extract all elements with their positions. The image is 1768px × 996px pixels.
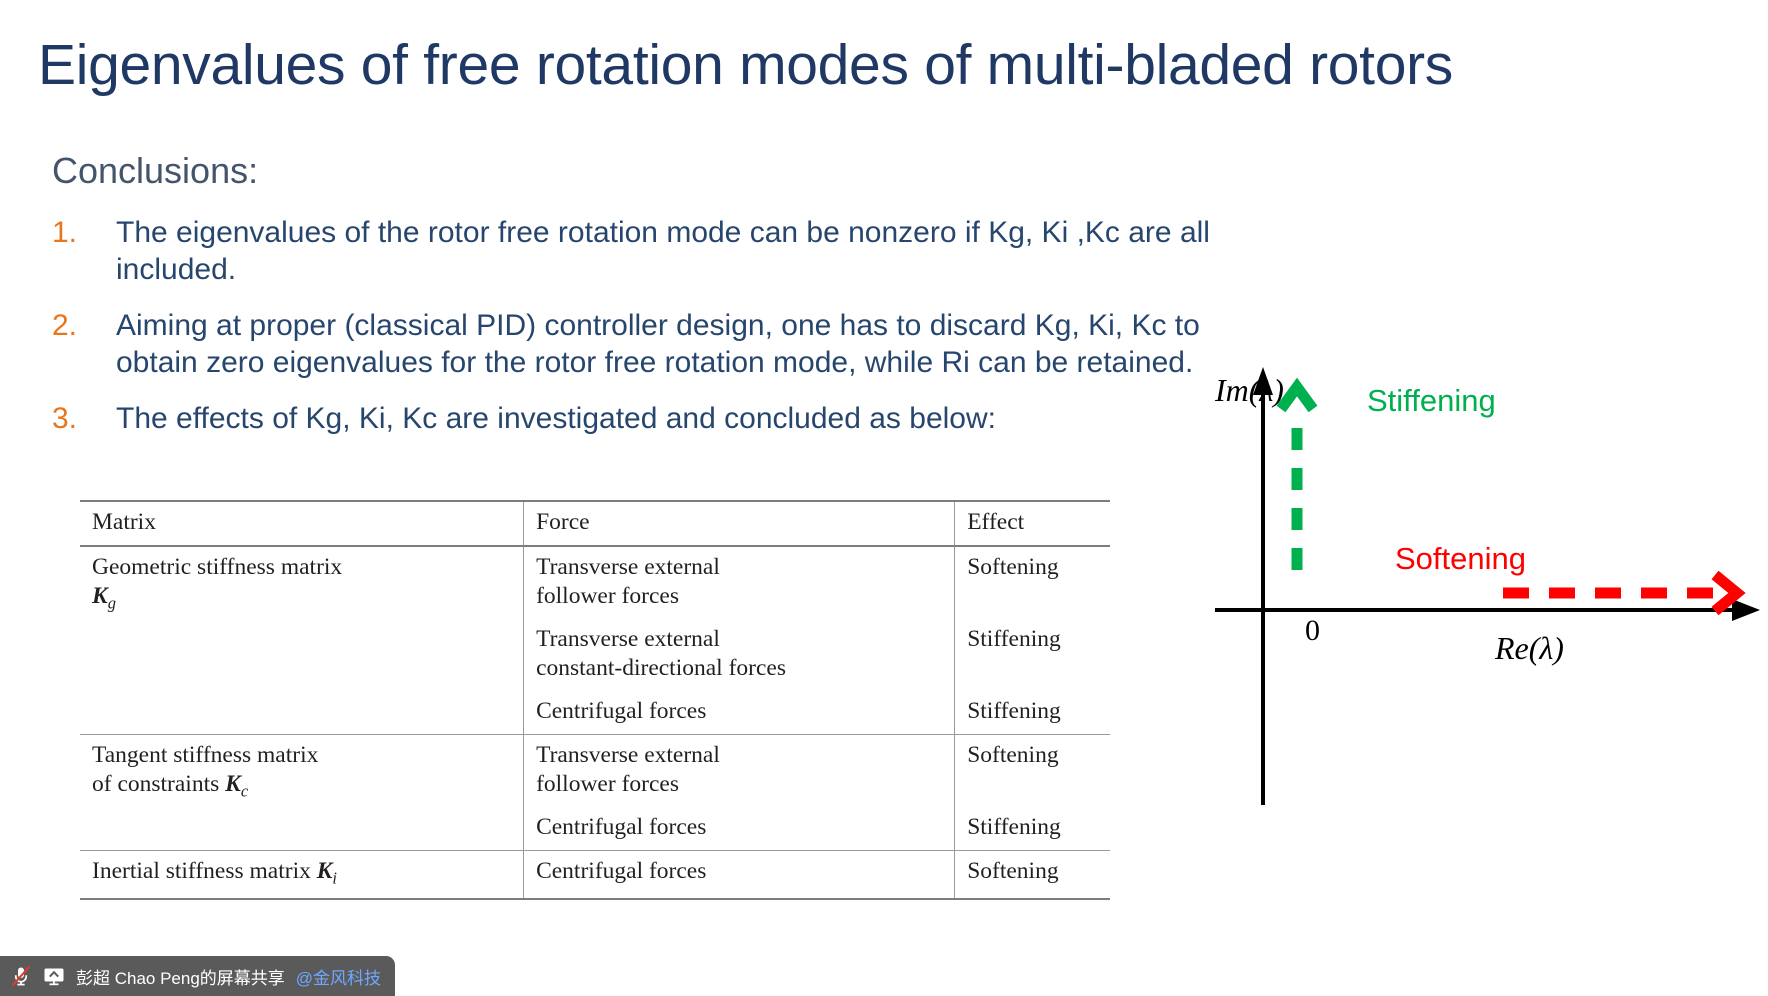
matrix-symbol: Ki: [316, 858, 337, 888]
page-title: Eigenvalues of free rotation modes of mu…: [38, 33, 1453, 97]
imaginary-axis-icon: [1253, 367, 1273, 805]
cell-effect: Stiffening: [954, 691, 1110, 735]
list-item-number: 2.: [52, 309, 78, 343]
softening-label: Softening: [1395, 541, 1526, 576]
list-item-number: 3.: [52, 402, 78, 436]
screen-share-status-bar[interactable]: 彭超 Chao Peng的屏幕共享 @金风科技: [0, 956, 396, 996]
force-line: Centrifugal forces: [536, 814, 707, 840]
force-line: Centrifugal forces: [536, 698, 707, 724]
force-line: Transverse external: [536, 554, 720, 580]
cell-matrix: Tangent stiffness matrix of constraints …: [80, 734, 524, 851]
effects-table: Matrix Force Effect Geometric stiffness …: [80, 500, 1110, 900]
conclusions-list: 1. The eigenvalues of the rotor free rot…: [52, 215, 1242, 458]
list-item-number: 1.: [52, 216, 78, 249]
cell-matrix: Geometric stiffness matrix Kg: [80, 545, 524, 735]
list-item: 1. The eigenvalues of the rotor free rot…: [52, 215, 1242, 288]
complex-plane-diagram: Im(λ) Re(λ) 0 Stiffening Softening: [1215, 365, 1768, 835]
conclusions-heading: Conclusions:: [52, 150, 259, 191]
force-line: Centrifugal forces: [536, 858, 707, 884]
list-item-text: Aiming at proper (classical PID) control…: [116, 309, 1200, 379]
force-line: Transverse external: [536, 742, 720, 768]
list-item-text: The eigenvalues of the rotor free rotati…: [116, 216, 1210, 286]
column-header-matrix: Matrix: [80, 500, 524, 546]
matrix-name: Geometric stiffness matrix: [92, 554, 343, 580]
matrix-symbol: Kg: [92, 583, 116, 613]
imaginary-axis-label: Im(λ): [1215, 372, 1284, 408]
screen-share-label: 彭超 Chao Peng的屏幕共享: [76, 968, 285, 988]
screen-share-icon[interactable]: [43, 965, 65, 987]
table-header-row: Matrix Force Effect: [80, 500, 1110, 546]
cell-effect: Softening: [954, 849, 1110, 900]
table-row: Centrifugal forces Stiffening: [80, 691, 1110, 735]
microphone-muted-icon[interactable]: [10, 965, 32, 987]
table-row: Tangent stiffness matrix of constraints …: [80, 734, 1110, 851]
list-item-text: The effects of Kg, Ki, Kc are investigat…: [116, 402, 996, 436]
cell-effect: Softening: [954, 734, 1110, 807]
force-line: Transverse external: [536, 626, 720, 652]
cell-effect: Stiffening: [954, 619, 1110, 691]
cell-force: Transverse external constant-directional…: [523, 619, 955, 691]
screen-share-org: @金风科技: [295, 968, 382, 988]
force-line: follower forces: [536, 771, 679, 797]
matrix-name-2: of constraints Kc: [92, 771, 249, 801]
column-header-effect: Effect: [954, 500, 1110, 546]
table-row: Inertial stiffness matrix Ki Centrifugal…: [80, 849, 1110, 900]
cell-matrix: Inertial stiffness matrix Ki: [80, 849, 524, 900]
diagram-canvas: [1215, 367, 1760, 805]
matrix-name: Tangent stiffness matrix: [92, 742, 319, 768]
table-row: Geometric stiffness matrix Kg Transverse…: [80, 545, 1110, 735]
table-row: Transverse external constant-directional…: [80, 619, 1110, 691]
softening-arrow-icon: [1503, 570, 1746, 616]
matrix-symbol: Kc: [225, 771, 249, 801]
cell-force: Transverse external follower forces: [523, 734, 955, 807]
cell-force: Centrifugal forces: [523, 691, 955, 735]
real-axis-label: Re(λ): [1495, 630, 1564, 666]
real-axis-icon: [1215, 599, 1760, 621]
force-line: follower forces: [536, 583, 679, 609]
column-header-force: Force: [523, 500, 955, 546]
stiffening-label: Stiffening: [1367, 383, 1496, 418]
origin-label: 0: [1305, 614, 1320, 647]
cell-force: Centrifugal forces: [523, 849, 955, 900]
force-line: constant-directional forces: [536, 655, 786, 681]
cell-force: Centrifugal forces: [523, 807, 955, 851]
cell-effect: Stiffening: [954, 807, 1110, 851]
cell-effect: Softening: [954, 545, 1110, 619]
list-item: 3. The effects of Kg, Ki, Kc are investi…: [52, 401, 1242, 438]
list-item: 2. Aiming at proper (classical PID) cont…: [52, 308, 1242, 381]
table-row: Centrifugal forces Stiffening: [80, 807, 1110, 851]
matrix-name: Inertial stiffness matrix: [92, 858, 311, 884]
cell-force: Transverse external follower forces: [523, 545, 955, 619]
stiffening-arrow-icon: [1276, 377, 1318, 570]
